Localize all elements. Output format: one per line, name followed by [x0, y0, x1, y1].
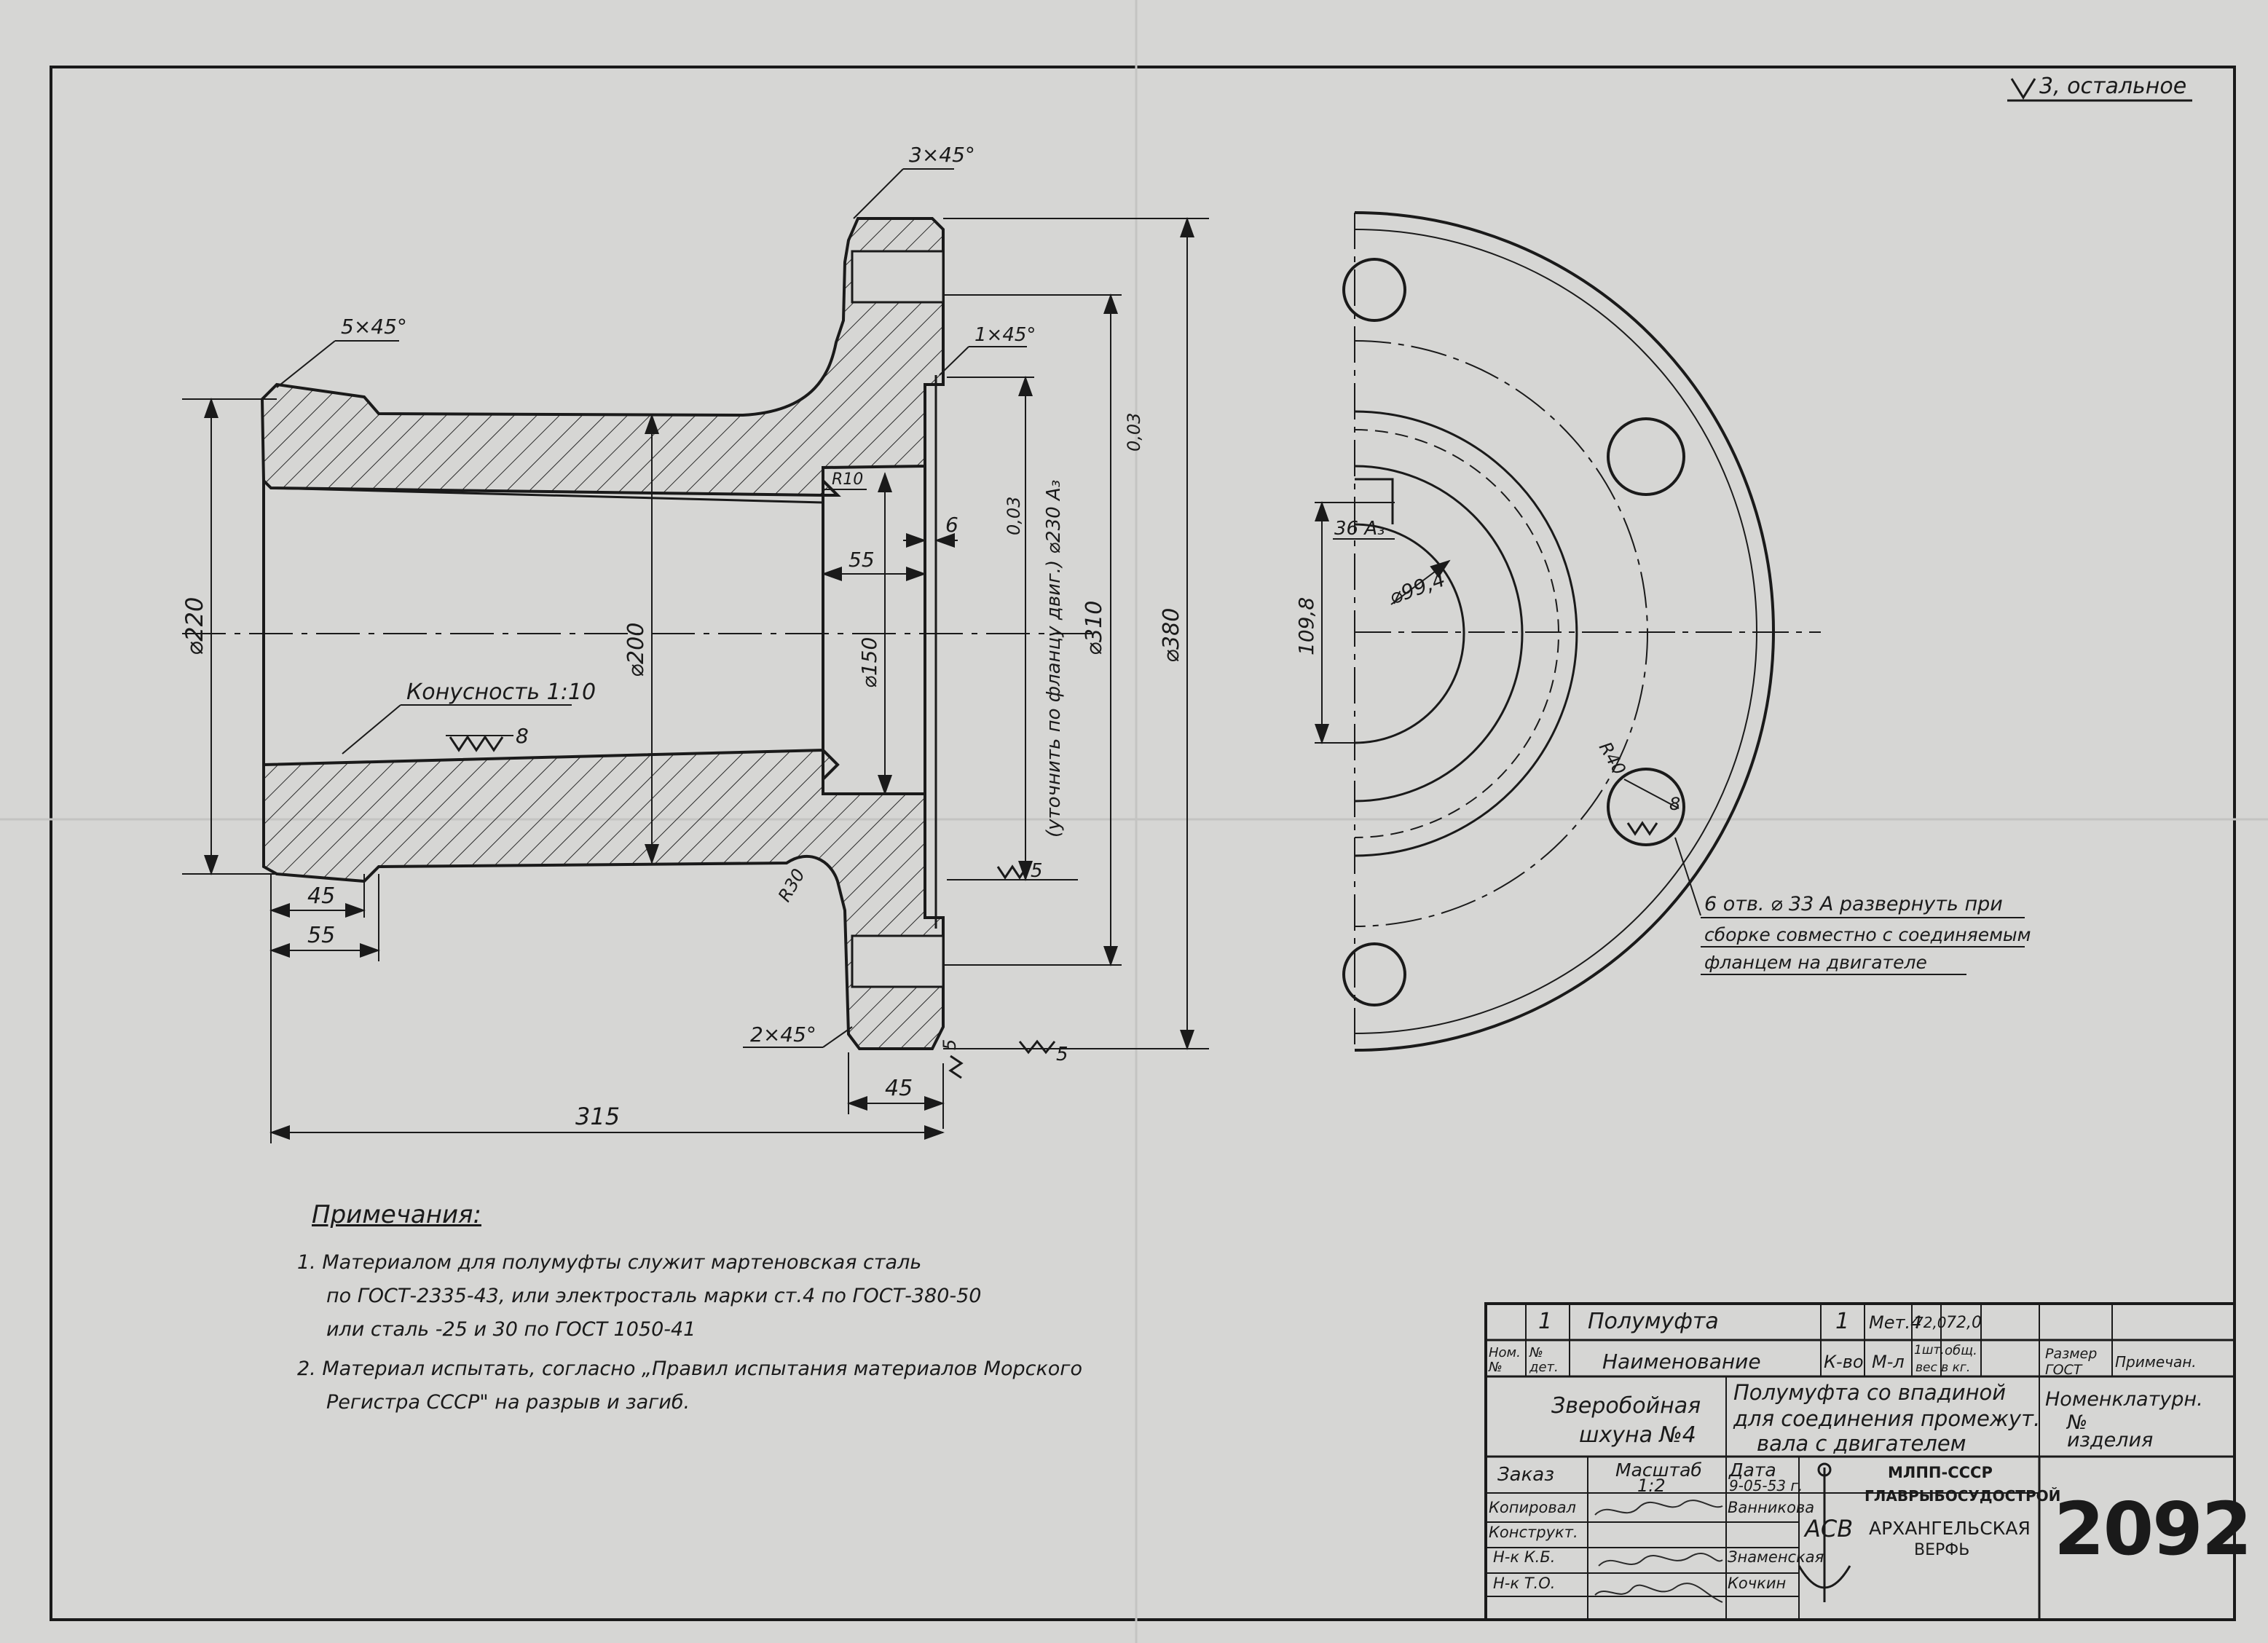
chamfer-top-label: 3×45°	[909, 143, 975, 167]
tb-h-name: Наименование	[1602, 1350, 1761, 1374]
dim-36: 36 А₃	[1334, 518, 1385, 540]
tb-role-copy: Копировал	[1489, 1499, 1576, 1516]
dim-tol-003a: 0,03	[1004, 497, 1024, 535]
roughness-5a: 5	[1031, 860, 1043, 882]
tb-row1-weight2: 72,0	[1946, 1314, 1982, 1332]
chamfer-bottom-label: 2×45°	[750, 1023, 816, 1047]
dim-d150: ⌀150	[857, 637, 881, 688]
tb-role-kb: Н-к К.Б.	[1493, 1548, 1556, 1566]
notes-line-5: Регистра СССР" на разрыв и загиб.	[326, 1391, 690, 1414]
roughness-8: 8	[516, 724, 529, 748]
chamfer-left-label: 5×45°	[341, 315, 407, 339]
tb-scale-value: 1:2	[1637, 1475, 1666, 1496]
chamfer-face-label: 1×45°	[974, 324, 1036, 346]
tb-desc-3: вала с двигателем	[1757, 1431, 1966, 1456]
tb-date-value: 9-05-53 г.	[1729, 1477, 1803, 1494]
dim-6: 6	[945, 513, 958, 537]
tb-h-mat: М-л	[1872, 1352, 1905, 1372]
tb-row1-name: Полумуфта	[1588, 1309, 1719, 1334]
tb-scale-label: Масштаб	[1615, 1459, 1702, 1481]
tb-nomen-3: изделия	[2067, 1429, 2154, 1451]
dim-d200: ⌀200	[623, 623, 649, 677]
hole-note-line1: 6 отв. ⌀ 33 А развернуть при	[1704, 893, 2003, 915]
roughness-8-hole: 8	[1669, 794, 1680, 814]
tb-h-ves: вес в кг.	[1915, 1360, 1971, 1375]
hole-note-line3: фланцем на двигателе	[1704, 952, 1927, 973]
notes-line-3: или сталь -25 и 30 по ГОСТ 1050-41	[326, 1318, 696, 1341]
roughness-mark: 3, остальное	[2007, 74, 2192, 102]
radius-r10: R10	[832, 470, 863, 489]
notes-line-1: 1. Материалом для полумуфты служит марте…	[297, 1251, 922, 1274]
tb-h-num: Ном. №	[1489, 1345, 1521, 1375]
dim-d380: ⌀380	[1159, 608, 1184, 663]
dim-45-bottom: 45	[885, 1076, 913, 1101]
section-view: 3×45° 5×45° 1×45° 2×45° R10 R30 ⌀220 ⌀20…	[181, 143, 1209, 1143]
tb-order: Заказ	[1497, 1464, 1555, 1486]
tb-name-2: Знаменская	[1728, 1548, 1824, 1566]
tb-org-2: ГЛАВРЫБОСУДОСТРОЙ	[1865, 1487, 2061, 1505]
tb-role-to: Н-к Т.О.	[1493, 1575, 1556, 1592]
signatures	[1594, 1500, 1723, 1603]
title-block-grid	[1484, 1302, 2236, 1621]
dim-d220: ⌀220	[181, 597, 208, 655]
drawing-number: 2092	[2054, 1486, 2252, 1572]
tb-org-4: ВЕРФЬ	[1914, 1541, 1970, 1559]
tb-row1-qty: 1	[1538, 1309, 1553, 1334]
roughness-5c: 5	[940, 1039, 960, 1050]
dim-d310: ⌀310	[1082, 601, 1107, 655]
roughness-text: 3, остальное	[2039, 74, 2186, 99]
tb-org-3: АРХАНГЕЛЬСКАЯ	[1869, 1518, 2031, 1539]
dim-tol-003b: 0,03	[1124, 413, 1144, 452]
notes-title: Примечания:	[312, 1200, 481, 1229]
tb-vessel-1: Зверобойная	[1551, 1393, 1701, 1419]
tb-row1-material: Мет.4	[1869, 1312, 1922, 1333]
drawing-frame	[50, 66, 2236, 1621]
tb-vessel-2: шхуна №4	[1579, 1422, 1696, 1448]
tb-role-constr: Конструкт.	[1489, 1524, 1578, 1541]
dim-109-8: 109,8	[1294, 597, 1318, 655]
tb-h-obsch: общ.	[1945, 1343, 1977, 1358]
tb-date-label: Дата	[1729, 1459, 1776, 1481]
tb-name-1: Ванникова	[1728, 1499, 1815, 1516]
tb-desc-2: для соединения промежут.	[1733, 1406, 2041, 1431]
dim-315: 315	[575, 1103, 620, 1130]
dim-d230: (уточнить по фланцу двиг.) ⌀230 А₃	[1043, 480, 1065, 838]
tb-h-det: № дет.	[1529, 1345, 1559, 1375]
tb-nomen-1: Номенклатурн.	[2045, 1388, 2203, 1411]
tb-nomen-2: №	[2067, 1411, 2088, 1434]
taper-label: Конусность 1:10	[406, 679, 596, 705]
end-view: 36 А₃ 109,8 ⌀99,4 R40 8 6 отв. ⌀ 33 А ра…	[1294, 211, 2031, 1052]
tb-name-3: Кочкин	[1728, 1575, 1787, 1592]
tb-h-prim: Примечан.	[2115, 1353, 2197, 1371]
dim-55-top: 55	[848, 548, 875, 572]
logo-text: АСВ	[1803, 1515, 1853, 1542]
shipyard-logo: АСВ	[1798, 1462, 1853, 1602]
tb-desc-1: Полумуфта со впадиной	[1733, 1380, 2007, 1405]
tb-org-1: МЛПП-СССР	[1888, 1464, 1993, 1481]
tb-h-kvo: К-во	[1824, 1352, 1864, 1372]
tb-row1-count: 1	[1835, 1309, 1850, 1334]
roughness-5b: 5	[1056, 1044, 1068, 1065]
dim-55-left: 55	[307, 923, 335, 948]
tb-h-1sht: 1шт.	[1914, 1343, 1945, 1358]
tb-row1-weight1: 72,0	[1914, 1314, 1947, 1331]
tb-h-razmer: Размер ГОСТ	[2045, 1346, 2098, 1378]
dim-45-left: 45	[307, 883, 335, 909]
notes-line-4: 2. Материал испытать, согласно „Правил и…	[297, 1358, 1083, 1380]
hole-note-line2: сборке совместно с соединяемым	[1704, 924, 2031, 945]
notes-line-2: по ГОСТ-2335-43, или электросталь марки …	[326, 1285, 982, 1307]
